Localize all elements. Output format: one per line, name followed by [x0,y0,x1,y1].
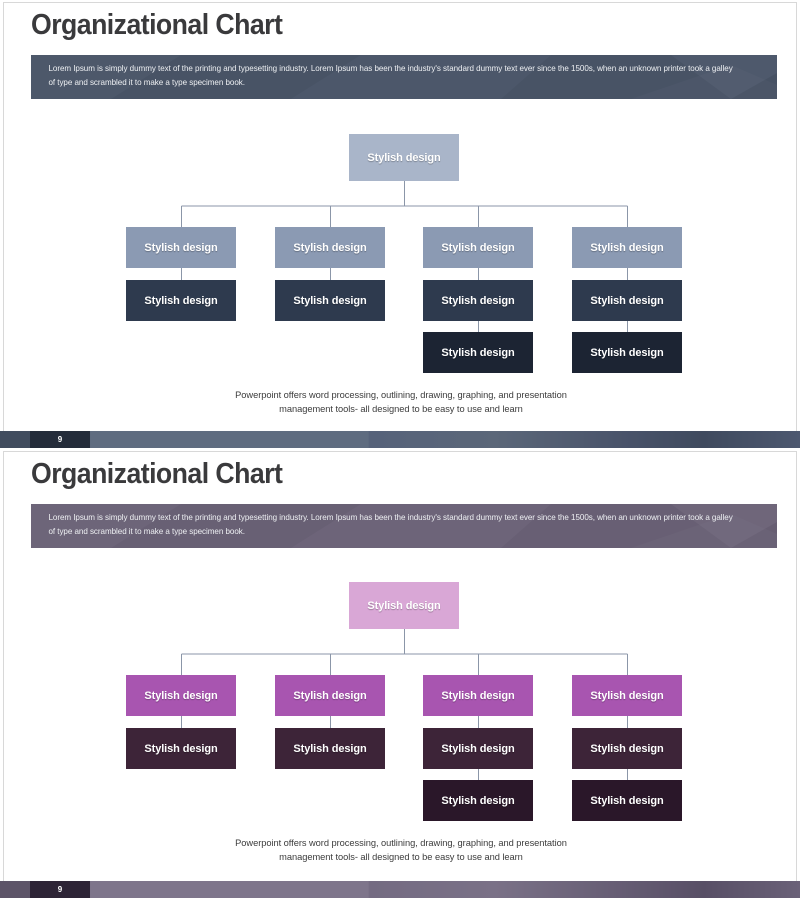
org-node-c1-l3[interactable]: Stylish design [126,280,236,321]
org-node-label: Stylish design [441,294,515,307]
org-node-label: Stylish design [590,742,664,755]
org-node-c4-l2[interactable]: Stylish design [572,675,682,716]
org-node-label: Stylish design [144,689,218,702]
caption-line-2: management tools- all designed to be eas… [279,403,523,414]
description-banner: Lorem Ipsum is simply dummy text of the … [31,504,777,548]
org-node-c4-l2[interactable]: Stylish design [572,227,682,268]
org-node-label: Stylish design [441,794,515,807]
org-node-label: Stylish design [144,294,218,307]
org-node-c1-l2[interactable]: Stylish design [126,227,236,268]
org-node-label: Stylish design [590,689,664,702]
org-node-c4-l3[interactable]: Stylish design [572,728,682,769]
org-node-label: Stylish design [367,599,441,612]
footer-background [0,431,800,448]
page-title: Organizational Chart [31,9,283,41]
chart-caption: Powerpoint offers word processing, outli… [4,389,796,416]
footer-background [0,881,800,898]
description-banner: Lorem Ipsum is simply dummy text of the … [31,55,777,99]
org-node-label: Stylish design [293,742,367,755]
page-number-badge: 9 [30,881,90,898]
page-number: 9 [57,885,63,894]
org-node-label: Stylish design [590,794,664,807]
org-node-c3-l3[interactable]: Stylish design [423,728,533,769]
org-node-root[interactable]: Stylish design [349,582,459,629]
org-node-c4-l4[interactable]: Stylish design [572,780,682,821]
page-number-badge: 9 [30,431,90,448]
description-text: Lorem Ipsum is simply dummy text of the … [48,63,733,87]
org-chart-purple: Stylish design Stylish design Stylish de… [4,563,796,863]
org-node-c1-l2[interactable]: Stylish design [126,675,236,716]
caption-line-2: management tools- all designed to be eas… [279,851,523,862]
org-node-label: Stylish design [293,241,367,254]
org-node-c4-l4[interactable]: Stylish design [572,332,682,373]
org-node-c3-l4[interactable]: Stylish design [423,332,533,373]
chart-caption: Powerpoint offers word processing, outli… [4,837,796,864]
org-node-c3-l4[interactable]: Stylish design [423,780,533,821]
connector-lines [181,181,628,332]
org-node-c2-l2[interactable]: Stylish design [275,675,385,716]
org-node-c4-l3[interactable]: Stylish design [572,280,682,321]
page-number: 9 [57,435,63,444]
org-node-label: Stylish design [590,294,664,307]
org-node-label: Stylish design [441,346,515,359]
org-node-label: Stylish design [367,151,441,164]
description-text: Lorem Ipsum is simply dummy text of the … [48,512,733,536]
org-node-c3-l3[interactable]: Stylish design [423,280,533,321]
org-node-label: Stylish design [293,294,367,307]
org-node-c3-l2[interactable]: Stylish design [423,227,533,268]
caption-line-1: Powerpoint offers word processing, outli… [235,390,567,400]
org-chart-blue: Stylish design Stylish design Stylish de… [4,115,796,415]
connector-lines [181,629,628,780]
slide-footer-blue: 9 [0,431,800,448]
org-node-label: Stylish design [293,689,367,702]
slide-footer-purple: 9 [0,881,800,898]
page-title: Organizational Chart [31,458,283,490]
org-node-label: Stylish design [590,241,664,254]
org-node-label: Stylish design [590,346,664,359]
org-node-label: Stylish design [144,742,218,755]
org-node-c1-l3[interactable]: Stylish design [126,728,236,769]
org-node-c3-l2[interactable]: Stylish design [423,675,533,716]
org-node-c2-l3[interactable]: Stylish design [275,728,385,769]
org-node-c2-l3[interactable]: Stylish design [275,280,385,321]
caption-line-1: Powerpoint offers word processing, outli… [235,838,567,848]
org-node-label: Stylish design [441,689,515,702]
slide-organizational-chart-purple: Organizational Chart Lorem Ipsum is simp… [3,451,797,898]
org-node-label: Stylish design [441,742,515,755]
org-node-root[interactable]: Stylish design [349,134,459,181]
org-node-label: Stylish design [441,241,515,254]
org-node-c2-l2[interactable]: Stylish design [275,227,385,268]
slide-organizational-chart-blue: Organizational Chart Lorem Ipsum is simp… [3,2,797,447]
org-node-label: Stylish design [144,241,218,254]
